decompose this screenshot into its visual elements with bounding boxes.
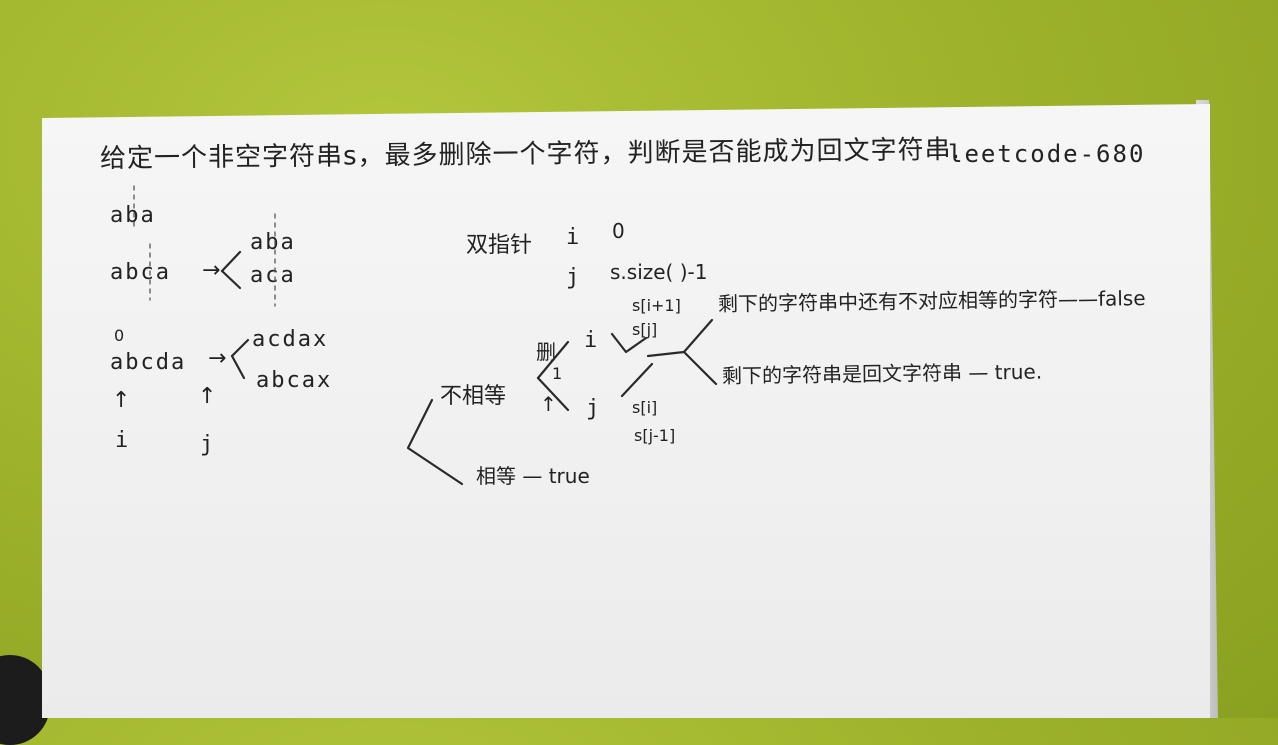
pointer-j-label: j [200,432,216,457]
ink-strokes [133,185,718,486]
example-2: abca [110,260,171,285]
equal-result: 相等 — true [476,464,590,488]
problem-source: leetcode-680 [948,140,1146,168]
two-pointers-label: 双指针 [466,233,533,258]
example-2-branch-bottom: aca [250,263,296,288]
example-2-branch-top: aba [250,230,296,255]
s-j: s[j] [632,320,658,339]
pointer-j-arrow: ↑ [198,384,217,409]
example-3: abcda [110,350,187,375]
pointer-i: i [566,225,582,250]
s-i: s[i] [632,398,658,417]
not-equal-label: 不相等 [440,384,507,409]
example-3-branch-bottom: abcax [256,368,333,393]
delete-tick: 1 [552,364,563,383]
pointer-j: j [566,265,582,290]
delete-j: j [586,396,602,421]
paper-sheet [42,104,1210,718]
example-3-branch-top: acdax [252,327,329,352]
delete-label: 删 [536,340,556,364]
s-j-minus-1: s[j-1] [634,426,676,445]
pointer-i-init: 0 [612,219,625,243]
delete-i: i [584,328,600,353]
example-3-arrow: → [208,346,227,371]
delete-up-arrow: ↑ [540,392,557,416]
s-i-plus-1: s[i+1] [632,296,681,315]
example-3-index: 0 [114,326,125,345]
example-2-arrow: → [202,258,221,283]
example-1: aba [110,203,156,228]
pointer-i-label: i [115,428,131,453]
pointer-j-init: s.size( )-1 [610,260,708,284]
pointer-i-arrow: ↑ [112,388,131,413]
